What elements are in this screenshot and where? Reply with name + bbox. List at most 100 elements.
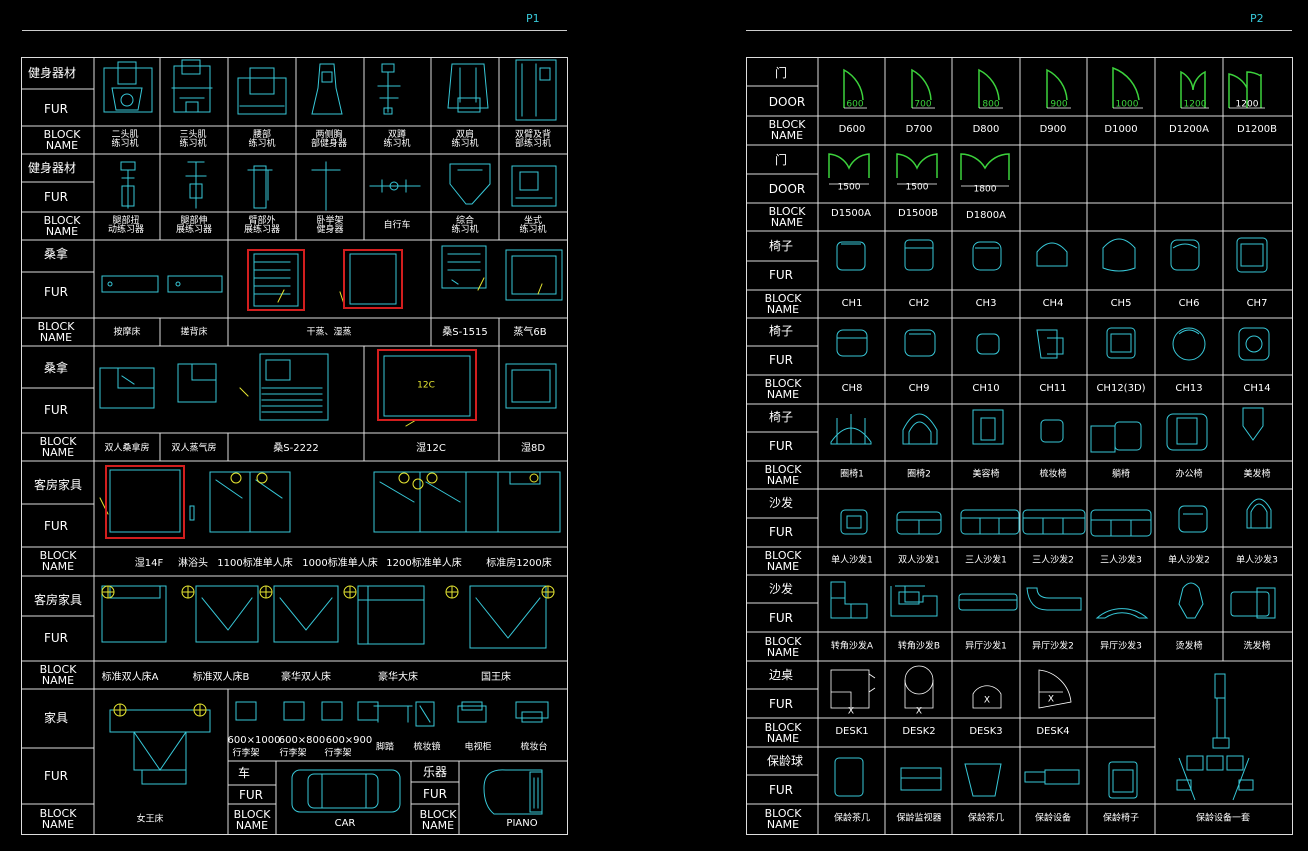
block-name-wet-8d: 湿8D	[520, 443, 546, 454]
dim-1200b: 1200	[1235, 99, 1259, 110]
block-name-arm-back: 双臂及背 部练习机	[514, 130, 552, 149]
block-name-ch3: CH3	[975, 298, 997, 309]
dim-600: 600	[846, 99, 864, 110]
block-name-arm-abduct: 臂部外 展练习器	[243, 216, 281, 235]
block-name-footstool: 脚踏	[375, 742, 395, 753]
desk-mark-3: X	[983, 695, 991, 706]
block-name-salon-chair: 美发椅	[1243, 469, 1271, 480]
bn-1a: BLOCK	[43, 128, 81, 141]
fur-label-sofa-1: FUR	[768, 525, 794, 539]
bn-4b: NAME	[41, 446, 75, 459]
cat-label-door-1: 门	[774, 66, 788, 80]
p2bn-5a: BLOCK	[764, 463, 802, 476]
dim-1800a: 1800	[973, 184, 997, 195]
block-name-bowling-monitor: 保龄监视器	[896, 813, 942, 824]
cat-label-sauna-1: 桑拿	[44, 247, 69, 261]
block-name-waist: 腰部 练习机	[248, 130, 276, 149]
block-name-king: 国王床	[481, 672, 511, 683]
bn-4a: BLOCK	[39, 435, 77, 448]
p2bn-3b: NAME	[766, 303, 800, 316]
block-name-d1200b: D1200B	[1236, 124, 1278, 135]
block-name-double-steam: 双人蒸气房	[171, 443, 217, 454]
block-name-ch11: CH11	[1039, 383, 1067, 394]
block-name-bicycle: 自行车	[383, 220, 411, 231]
dim-1000: 1000	[1115, 99, 1139, 110]
block-name-double-a: 标准双人床A	[101, 672, 159, 683]
block-name-leg-twist: 腿部扭 动练习器	[107, 216, 145, 235]
block-name-desk3: DESK3	[969, 726, 1003, 737]
block-name-sofa-single-1: 单人沙发1	[831, 555, 873, 566]
cat-label-room-1: 客房家具	[34, 478, 83, 492]
bn-7a: BLOCK	[39, 807, 77, 820]
page-2-drawing	[747, 58, 1292, 834]
block-name-dresser: 梳妆台	[520, 742, 548, 753]
fur-label-6: FUR	[44, 631, 69, 645]
fur-label-chair-2: FUR	[768, 353, 794, 367]
p2bn-6a: BLOCK	[764, 549, 802, 562]
fur-label-door-2: DOOR	[768, 182, 806, 196]
dim-600x900: 600×900	[325, 735, 373, 746]
block-name-triceps: 三头肌 练习机	[179, 130, 207, 149]
cat-label-sofa-2: 沙发	[768, 582, 794, 596]
fur-label-car: FUR	[238, 788, 264, 802]
block-name-ch9: CH9	[908, 383, 930, 394]
dim-1200a: 1200	[1183, 99, 1207, 110]
block-name-s1515: 桑S-1515	[442, 327, 488, 338]
block-name-sofa-single-2: 单人沙发2	[1168, 555, 1210, 566]
block-name-shower-head: 淋浴头	[178, 558, 208, 569]
fur-label-2: FUR	[44, 190, 69, 204]
block-name-d600: D600	[838, 124, 866, 135]
desk-mark-2: X	[915, 706, 923, 717]
block-name-d800: D800	[972, 124, 1000, 135]
p2bn-7a: BLOCK	[764, 635, 802, 648]
header-rule-p2	[746, 30, 1292, 31]
bn-car-b: NAME	[235, 819, 269, 832]
p2bn-6b: NAME	[766, 560, 800, 573]
fur-label-chair-3: FUR	[768, 439, 794, 453]
fur-label-5: FUR	[44, 519, 69, 533]
block-name-beauty-chair: 美容椅	[972, 469, 1000, 480]
dim-1500a: 1500	[837, 182, 861, 193]
block-name-lounge-sofa-3: 异厅沙发3	[1100, 641, 1142, 652]
block-name-ch1: CH1	[841, 298, 863, 309]
block-name-d1800a: D1800A	[966, 210, 1006, 221]
block-name-dry-wet: 干蒸、湿蒸	[306, 327, 352, 338]
page-number-p2: P2	[1250, 12, 1264, 25]
block-name-perm-chair: 烫发椅	[1175, 641, 1203, 652]
block-name-double-b: 标准双人床B	[192, 672, 250, 683]
block-name-ch14: CH14	[1243, 383, 1271, 394]
fur-label-7: FUR	[44, 769, 69, 783]
cat-label-sauna-2: 桑拿	[44, 361, 69, 375]
cat-label-instrument: 乐器	[422, 765, 448, 779]
fur-label-4: FUR	[44, 403, 69, 417]
block-name-d700: D700	[905, 124, 933, 135]
block-name-sofa-single-3: 单人沙发3	[1236, 555, 1278, 566]
block-name-wet-14f: 湿14F	[134, 558, 164, 569]
fur-label-side-table: FUR	[768, 697, 794, 711]
block-name-bench: 卧举架 健身器	[316, 216, 344, 235]
block-name-ch4: CH4	[1042, 298, 1064, 309]
block-name-queen-bed: 女王床	[136, 814, 164, 825]
block-name-corner-sofa-a: 转角沙发A	[830, 641, 874, 652]
fur-label-instrument: FUR	[422, 787, 448, 801]
block-name-lounge-sofa-2: 异厅沙发2	[1032, 641, 1074, 652]
cat-label-sofa-1: 沙发	[768, 496, 794, 510]
block-name-bowling-device: 保龄设备	[1034, 813, 1072, 824]
block-name-1100-single: 1100标准单人床	[217, 558, 293, 569]
block-name-seated: 坐式 练习机	[519, 216, 547, 235]
block-name-piano: PIANO	[506, 818, 538, 829]
block-name-sofa-triple-2: 三人沙发2	[1032, 555, 1074, 566]
p2bn-2a: BLOCK	[768, 205, 806, 218]
block-name-desk1: DESK1	[835, 726, 869, 737]
block-name-luggage-3: 行李架	[324, 748, 352, 759]
